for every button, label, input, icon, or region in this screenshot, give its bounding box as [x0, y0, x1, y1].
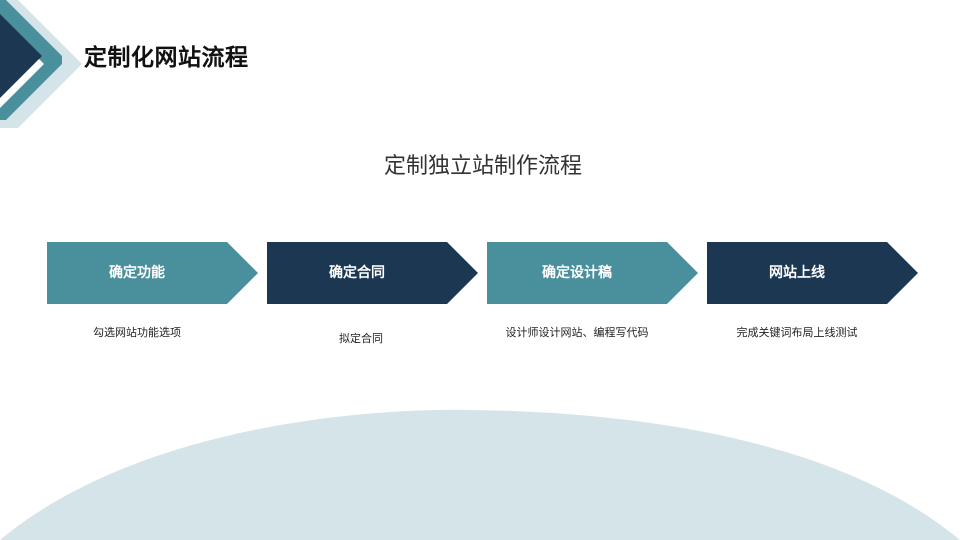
background-arc-decoration: [0, 409, 960, 540]
step-2-description: 拟定合同: [339, 332, 383, 345]
corner-chevron-decoration: [0, 0, 82, 128]
step-label: 确定功能: [109, 265, 165, 281]
step-label: 网站上线: [769, 265, 825, 281]
process-subtitle: 定制独立站制作流程: [383, 154, 582, 179]
step-label: 确定设计稿: [542, 265, 612, 281]
step-4-arrow: 网站上线: [707, 242, 919, 304]
page-title: 定制化网站流程: [84, 45, 249, 71]
step-4-description: 完成关键词布局上线测试: [736, 326, 858, 339]
step-1-arrow: 确定功能: [47, 242, 259, 304]
step-3-description: 设计师设计网站、编程写代码: [505, 326, 649, 339]
step-1-description: 勾选网站功能选项: [93, 326, 181, 339]
step-label: 确定合同: [329, 265, 385, 281]
step-2-arrow: 确定合同: [267, 242, 479, 304]
step-3-arrow: 确定设计稿: [487, 242, 699, 304]
